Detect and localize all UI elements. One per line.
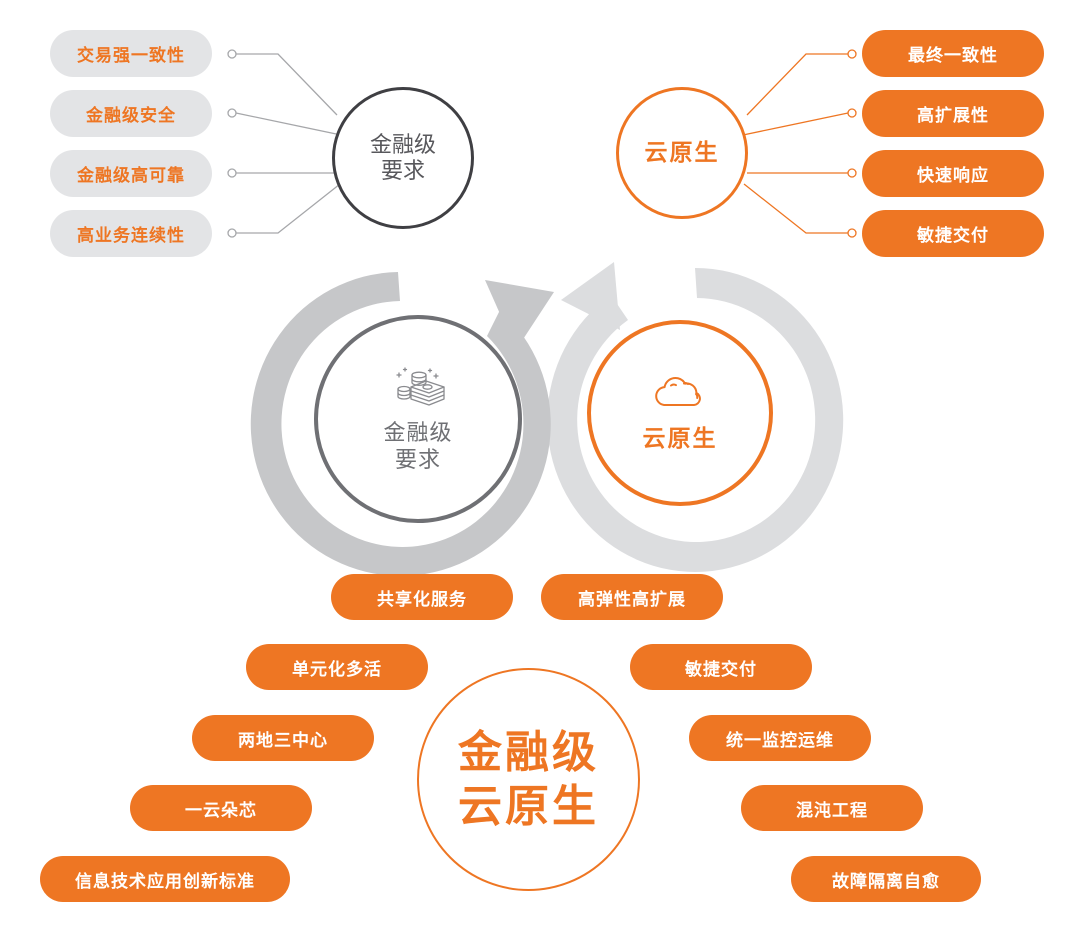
connector-line-2 — [742, 112, 849, 136]
capability-pill-right-3[interactable]: 统一监控运维 — [689, 715, 871, 761]
pill-label: 高弹性高扩展 — [578, 589, 686, 609]
capability-pill-left-2[interactable]: 单元化多活 — [246, 644, 428, 690]
pill-label: 高业务连续性 — [77, 226, 185, 245]
center-label-line1: 金融级 — [458, 727, 599, 777]
center-label-line2: 云原生 — [458, 781, 599, 831]
pill-label: 一云朵芯 — [185, 800, 257, 820]
center-circle-financial-cloud-native[interactable]: 金融级 云原生 — [417, 668, 640, 891]
capability-pill-left-4[interactable]: 一云朵芯 — [130, 785, 312, 831]
money-stack-icon — [390, 365, 446, 414]
capability-pill-left-3[interactable]: 两地三中心 — [192, 715, 374, 761]
capability-pill-right-1[interactable]: 高弹性高扩展 — [541, 574, 723, 620]
connector-line-4 — [743, 183, 848, 234]
connector-endpoint — [227, 168, 237, 178]
connector-endpoint — [847, 228, 857, 238]
loop-node-label-line1: 云原生 — [642, 425, 718, 452]
cloudnative-pill-3[interactable]: 快速响应 — [862, 150, 1044, 197]
pill-label: 统一监控运维 — [726, 730, 834, 750]
connector-endpoint — [847, 168, 857, 178]
hub-circle-financial-requirements[interactable]: 金融级 要求 — [332, 87, 474, 229]
requirement-pill-3[interactable]: 金融级高可靠 — [50, 150, 212, 197]
pill-label: 混沌工程 — [796, 800, 868, 820]
connector-endpoint — [847, 108, 857, 118]
requirement-pill-1[interactable]: 交易强一致性 — [50, 30, 212, 77]
pill-label: 两地三中心 — [238, 730, 328, 750]
pill-label: 信息技术应用创新标准 — [75, 871, 255, 891]
connector-line-4 — [236, 183, 341, 234]
loop-node-cloud-native[interactable]: 云原生 — [587, 320, 773, 506]
requirement-pill-4[interactable]: 高业务连续性 — [50, 210, 212, 257]
connector-line-1 — [746, 53, 848, 116]
pill-label: 故障隔离自愈 — [832, 871, 940, 891]
capability-pill-right-4[interactable]: 混沌工程 — [741, 785, 923, 831]
hub-circle-cloud-native[interactable]: 云原生 — [616, 87, 748, 219]
hub-label-line2: 要求 — [380, 158, 425, 183]
loop-node-label-line2: 要求 — [394, 446, 441, 472]
cloudnative-pill-4[interactable]: 敏捷交付 — [862, 210, 1044, 257]
hub-label-line1: 金融级 — [369, 131, 436, 157]
pill-label: 单元化多活 — [292, 659, 382, 679]
hub-label-line1: 云原生 — [644, 139, 720, 166]
loop-node-financial-requirements[interactable]: 金融级 要求 — [314, 315, 522, 523]
cloud-icon — [650, 373, 710, 418]
connector-endpoint — [847, 49, 857, 59]
pill-label: 金融级高可靠 — [77, 166, 185, 185]
capability-pill-left-5[interactable]: 信息技术应用创新标准 — [40, 856, 290, 902]
capability-pill-right-5[interactable]: 故障隔离自愈 — [791, 856, 981, 902]
pill-label: 高扩展性 — [917, 106, 989, 125]
requirement-pill-2[interactable]: 金融级安全 — [50, 90, 212, 137]
cloudnative-pill-2[interactable]: 高扩展性 — [862, 90, 1044, 137]
pill-label: 敏捷交付 — [685, 659, 757, 679]
cloudnative-pill-1[interactable]: 最终一致性 — [862, 30, 1044, 77]
capability-pill-left-1[interactable]: 共享化服务 — [331, 574, 513, 620]
pill-label: 金融级安全 — [86, 106, 176, 125]
loop-node-label-line1: 金融级 — [383, 419, 453, 445]
connector-endpoint — [227, 49, 237, 59]
connector-line-2 — [235, 112, 342, 136]
pill-label: 共享化服务 — [377, 589, 467, 609]
capability-pill-right-2[interactable]: 敏捷交付 — [630, 644, 812, 690]
connector-line-1 — [236, 53, 338, 116]
pill-label: 快速响应 — [917, 166, 989, 185]
pill-label: 最终一致性 — [908, 46, 998, 65]
connector-endpoint — [227, 228, 237, 238]
pill-label: 交易强一致性 — [77, 46, 185, 65]
connector-endpoint — [227, 108, 237, 118]
pill-label: 敏捷交付 — [917, 226, 989, 245]
